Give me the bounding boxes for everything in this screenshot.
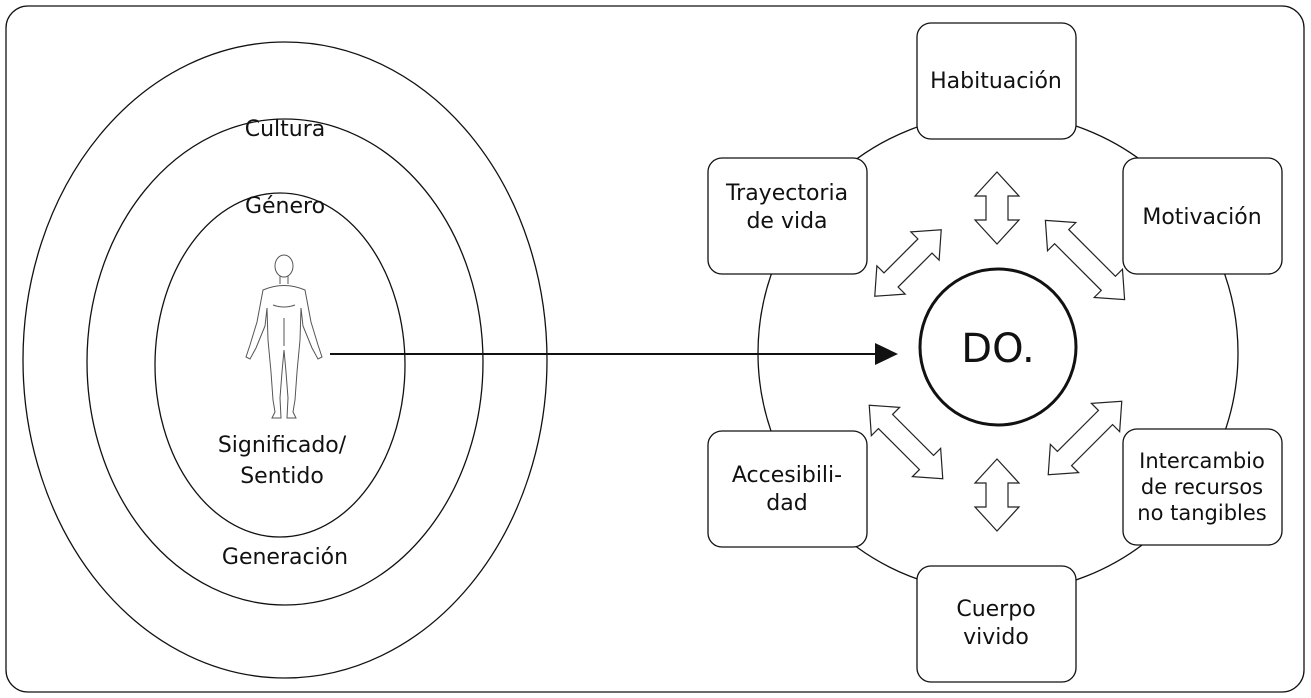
node-intercambio-line-1: Intercambio [1139, 449, 1265, 473]
node-cuerpo-vivido: Cuerpo vivido [916, 565, 1077, 683]
ring-generacion [154, 192, 406, 538]
node-intercambio-line-2: de recursos [1141, 475, 1263, 499]
center-label: DO. [961, 326, 1034, 372]
double-arrow-bottom [973, 458, 1021, 532]
ring-genero [86, 118, 484, 606]
ring-label-cultura: Cultura [245, 117, 326, 142]
double-arrow-lower-left [868, 404, 944, 480]
double-arrow-upper-right [1044, 219, 1126, 301]
node-cuerpo-line-1: Cuerpo [956, 597, 1035, 622]
node-accesibilidad-line-2: dad [766, 491, 807, 516]
connector-arrowhead [875, 343, 898, 365]
node-intercambio: Intercambio de recursos no tangibles [1122, 428, 1283, 546]
double-arrow-top [973, 171, 1021, 245]
center-circle [918, 267, 1078, 427]
node-motivacion: Motivación [1122, 157, 1283, 275]
core-label-line-1: Significado/ [218, 433, 347, 458]
double-arrow-lower-right [1047, 400, 1123, 476]
ring-label-generacion: Generación [222, 545, 348, 570]
ring-label-genero: Género [245, 194, 325, 219]
node-intercambio-line-3: no tangibles [1137, 501, 1266, 525]
outer-frame [5, 5, 1305, 693]
node-habituacion-line-1: Habituación [930, 69, 1062, 94]
node-motivacion-line-1: Motivación [1142, 205, 1261, 230]
core-label-line-2: Sentido [240, 464, 324, 489]
node-trayectoria: Trayectoria de vida [707, 157, 868, 275]
node-accesibilidad: Accesibili- dad [707, 430, 868, 548]
human-figure-icon [245, 254, 323, 419]
double-arrow-upper-left [874, 229, 942, 297]
node-trayectoria-line-2: de vida [746, 209, 827, 234]
node-cuerpo-line-2: vivido [963, 625, 1029, 650]
node-accesibilidad-line-1: Accesibili- [732, 463, 842, 488]
node-trayectoria-line-1: Trayectoria [725, 181, 848, 206]
ring-cultura [22, 41, 548, 679]
node-habituacion: Habituación [916, 22, 1077, 140]
